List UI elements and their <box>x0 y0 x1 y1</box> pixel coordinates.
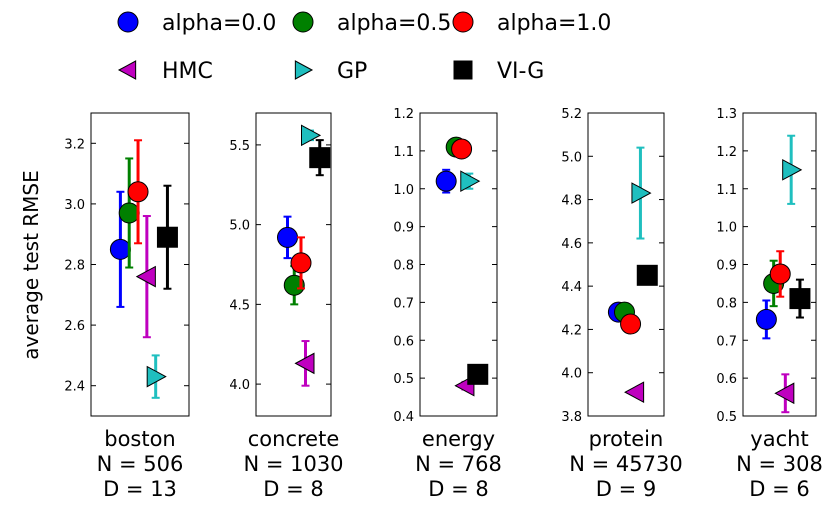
dataset-name: energy <box>422 427 495 451</box>
point-alpha0 <box>435 170 457 192</box>
point-vig <box>789 288 811 310</box>
panel-frame <box>255 112 332 417</box>
point-vig <box>309 147 331 169</box>
dataset-n: N = 308 <box>736 452 823 476</box>
y-tick-label: 4.5 <box>229 298 250 313</box>
point-vig <box>636 264 658 286</box>
y-tick-label: 0.5 <box>393 372 414 387</box>
legend-marker-gp <box>294 60 314 80</box>
point-alpha1 <box>620 313 642 335</box>
point-gp <box>301 124 322 147</box>
dataset-d: D = 8 <box>263 477 323 501</box>
y-tick-label: 1.3 <box>716 107 737 122</box>
dataset-d: D = 6 <box>749 477 809 501</box>
y-axis-label: average test RMSE <box>19 170 43 359</box>
y-tick-label: 5.2 <box>561 107 582 122</box>
y-tick-label: 4.2 <box>561 323 582 338</box>
legend-marker-alpha0 <box>117 11 139 33</box>
y-tick-label: 4.8 <box>561 194 582 209</box>
point-alpha1 <box>290 252 312 274</box>
y-tick-label: 0.8 <box>716 296 737 311</box>
legend-label-alpha0: alpha=0.0 <box>162 11 276 36</box>
y-tick-label: 0.9 <box>716 259 737 274</box>
dataset-name: concrete <box>248 427 340 451</box>
y-tick-label: 3.8 <box>561 410 582 425</box>
point-vig <box>156 226 178 248</box>
legend-label-hmc: HMC <box>162 59 213 84</box>
y-tick-label: 1.0 <box>716 221 737 236</box>
point-vig <box>467 363 489 385</box>
legend-label-vig: VI-G <box>497 59 544 84</box>
y-tick-label: 1.1 <box>393 145 414 160</box>
point-alpha1 <box>769 263 791 285</box>
y-tick-label: 0.5 <box>716 410 737 425</box>
point-gp <box>782 158 803 181</box>
point-gp <box>146 365 167 388</box>
point-gp <box>460 170 481 193</box>
y-tick-label: 0.4 <box>393 410 414 425</box>
legend-marker-alpha05 <box>292 11 314 33</box>
dataset-n: N = 45730 <box>569 452 682 476</box>
legend-label-alpha05: alpha=0.5 <box>337 11 451 36</box>
point-alpha05 <box>283 274 305 296</box>
point-hmc <box>624 381 645 404</box>
y-tick-label: 0.7 <box>393 296 414 311</box>
point-alpha0 <box>109 238 131 260</box>
dataset-d: D = 13 <box>103 477 177 501</box>
y-tick-label: 3.2 <box>64 137 85 152</box>
legend-label-alpha1: alpha=1.0 <box>497 11 611 36</box>
y-tick-label: 4.6 <box>561 237 582 252</box>
y-tick-label: 5.0 <box>229 219 250 234</box>
legend-label-gp: GP <box>337 59 367 84</box>
point-alpha0 <box>277 226 298 248</box>
point-hmc <box>774 382 795 405</box>
y-tick-label: 2.6 <box>64 319 85 334</box>
y-tick-label: 1.1 <box>716 183 737 198</box>
dataset-name: protein <box>589 427 664 451</box>
y-tick-label: 3.0 <box>64 198 85 213</box>
y-tick-label: 5.5 <box>229 139 250 154</box>
y-tick-label: 2.4 <box>64 380 85 395</box>
dataset-name: boston <box>104 427 176 451</box>
point-alpha0 <box>755 308 777 330</box>
point-hmc <box>135 265 156 288</box>
y-tick-label: 0.6 <box>716 372 737 387</box>
point-alpha1 <box>451 138 473 160</box>
point-hmc <box>294 352 315 375</box>
y-tick-label: 4.0 <box>561 367 582 382</box>
point-alpha05 <box>118 202 140 224</box>
dataset-d: D = 9 <box>596 477 656 501</box>
y-tick-label: 2.8 <box>64 259 85 274</box>
y-tick-label: 0.9 <box>393 221 414 236</box>
y-tick-label: 5.0 <box>561 150 582 165</box>
dataset-n: N = 1030 <box>243 452 343 476</box>
point-gp <box>631 182 652 204</box>
dataset-n: N = 768 <box>415 452 502 476</box>
legend-marker-alpha1 <box>452 11 474 33</box>
y-tick-label: 0.7 <box>716 334 737 349</box>
legend-marker-vig <box>453 60 473 80</box>
y-tick-label: 1.2 <box>393 107 414 122</box>
point-alpha1 <box>127 181 149 203</box>
dataset-n: N = 506 <box>97 452 184 476</box>
y-tick-label: 1.0 <box>393 183 414 198</box>
y-tick-label: 4.4 <box>561 280 582 295</box>
y-tick-label: 0.8 <box>393 259 414 274</box>
dataset-d: D = 8 <box>428 477 488 501</box>
panel-frame <box>90 112 190 417</box>
y-tick-label: 1.2 <box>716 145 737 160</box>
panel-frame <box>587 112 665 417</box>
legend-marker-hmc <box>117 60 137 80</box>
dataset-name: yacht <box>750 427 808 451</box>
y-tick-label: 0.6 <box>393 334 414 349</box>
y-tick-label: 4.0 <box>229 378 250 393</box>
